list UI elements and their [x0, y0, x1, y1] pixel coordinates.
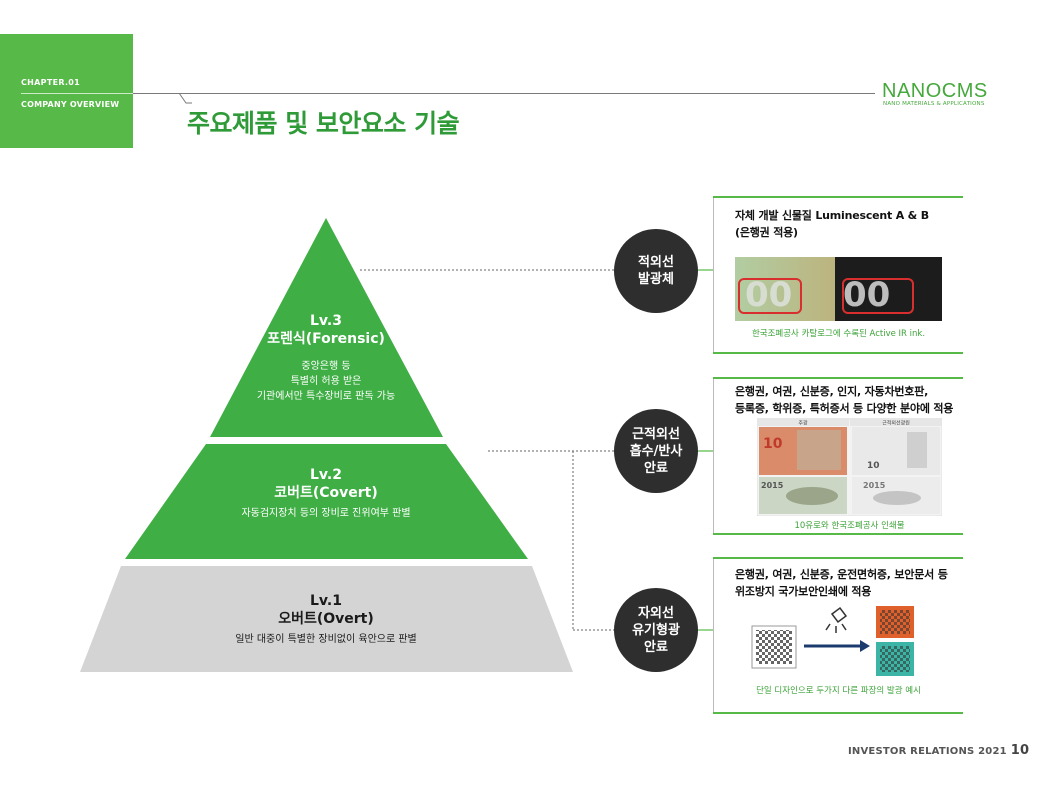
- svg-text:00: 00: [843, 275, 890, 315]
- panel-uv-caption: 단일 디자인으로 두가지 다른 파장의 발광 예시: [735, 684, 942, 696]
- panel-nir-text: 은행권, 여권, 신분증, 인지, 자동차번호판,등록증, 학위증, 특허증서 …: [735, 383, 953, 417]
- level-2-label: Lv.2 코버트(Covert) 자동검지장치 등의 장비로 진위여부 판별: [176, 466, 476, 521]
- panel-ir-top-line: [713, 196, 963, 198]
- panel-uv-bottom-line: [713, 712, 963, 714]
- panel-ir-bottom-line: [713, 352, 963, 354]
- img-label-daylight: 주광: [798, 420, 808, 427]
- panel-ir-caption: 한국조폐공사 카탈로그에 수록된 Active IR ink.: [735, 327, 942, 339]
- level-1-label: Lv.1 오버트(Overt) 일반 대중이 특별한 장비없이 육안으로 판별: [176, 592, 476, 647]
- uv-qr-demo-image: [750, 604, 920, 678]
- svg-text:00: 00: [745, 275, 792, 315]
- panel-uv-side-line: [713, 559, 714, 712]
- page-number: 10: [1011, 743, 1030, 758]
- panel-nir-bottom-line: [713, 533, 963, 535]
- img-label-year-day: 2015: [761, 481, 784, 490]
- img-label-year-nir: 2015: [863, 481, 886, 490]
- ir-banknote-image: 00 00: [735, 257, 942, 321]
- level-3-label: Lv.3 포렌식(Forensic) 중앙은행 등 특별히 허용 받은 기관에서…: [226, 312, 426, 404]
- footer-label: INVESTOR RELATIONS 2021: [848, 746, 1007, 757]
- img-label-note-day: 10: [763, 436, 783, 452]
- qr-plain-icon: [752, 626, 796, 668]
- panel-ir-text: 자체 개발 신물질 Luminescent A & B(은행권 적용): [735, 207, 929, 241]
- euro-banknote-comparison-image: 주광 근적외선광원 10 10 2015 2015: [757, 418, 942, 516]
- qr-teal-icon: [876, 642, 914, 676]
- arrow-right-icon: [804, 640, 870, 652]
- panel-nir-caption: 10유로와 한국조폐공사 인쇄물: [757, 519, 942, 531]
- panel-uv-top-line: [713, 557, 963, 559]
- qr-orange-icon: [876, 606, 914, 638]
- panel-ir-side-line: [713, 198, 714, 352]
- uv-lamp-icon: [826, 608, 846, 633]
- img-label-note-nir: 10: [867, 461, 880, 471]
- panel-nir-top-line: [713, 377, 963, 379]
- img-label-nir-light: 근적외선광원: [882, 420, 910, 427]
- panel-nir-side-line: [713, 379, 714, 533]
- footer: INVESTOR RELATIONS 2021 10: [848, 743, 1029, 758]
